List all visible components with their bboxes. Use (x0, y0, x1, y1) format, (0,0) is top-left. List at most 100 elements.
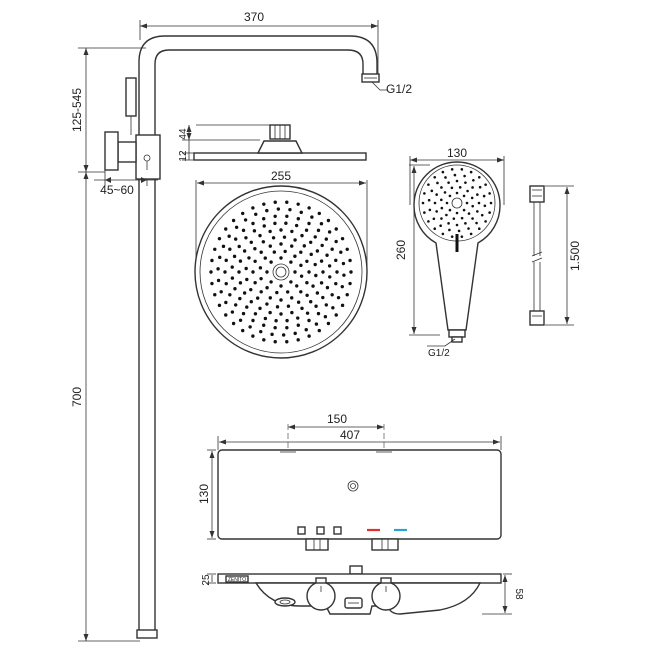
nozzle-dot (284, 221, 288, 225)
nozzle-dot (213, 293, 217, 297)
nozzle-dot (319, 221, 324, 226)
nozzle-dot (324, 237, 328, 241)
nozzle-dot (279, 312, 283, 316)
nozzle-dot (349, 270, 353, 274)
nozzle-dot (465, 201, 469, 205)
panel-height-label: 130 (197, 484, 211, 504)
nozzle-dot (321, 295, 325, 300)
nozzle-dot (273, 214, 277, 219)
nozzle-dot (334, 313, 338, 317)
nozzle-dot (327, 264, 332, 268)
nozzle-dot (427, 183, 430, 186)
nozzle-dot (423, 192, 426, 195)
nozzle-dot (262, 217, 266, 221)
nozzle-dot (242, 249, 247, 253)
nozzle-dot (245, 277, 249, 282)
nozzle-dot (282, 235, 287, 239)
nozzle-dot (440, 186, 443, 189)
nozzle-dot (241, 311, 246, 316)
nozzle-dot (436, 181, 439, 185)
nozzle-dot (285, 340, 289, 344)
head-height-b-label: 44 (178, 128, 189, 140)
nozzle-dot (433, 227, 437, 230)
nozzle-dot (477, 201, 481, 205)
outlet-button-2 (316, 526, 325, 535)
nozzle-dot (304, 228, 309, 232)
nozzle-dot (324, 303, 328, 307)
nozzle-dot (227, 234, 231, 238)
nozzle-dot (270, 332, 274, 337)
nozzle-dot (228, 247, 232, 251)
nozzle-dot (328, 275, 332, 279)
nozzle-dot (238, 318, 243, 323)
nozzle-dot (462, 194, 466, 198)
nozzle-dot (271, 236, 276, 240)
nozzle-dot (259, 276, 263, 281)
nozzle-dot (290, 244, 294, 248)
nozzle-dot (210, 281, 214, 286)
nozzle-dot (288, 207, 292, 212)
nozzle-dot (265, 286, 269, 290)
nozzle-dot (290, 310, 294, 315)
nozzle-dot (313, 262, 317, 267)
nozzle-dot (460, 216, 464, 220)
nozzle-dot (326, 218, 331, 223)
nozzle-dot (275, 290, 279, 295)
nozzle-dot (258, 266, 263, 270)
brand-plate (225, 575, 249, 583)
hose-length-label: 1.500 (568, 241, 582, 271)
nozzle-dot (489, 201, 493, 205)
nozzle-dot (471, 186, 474, 189)
nozzle-dot (334, 281, 338, 286)
nozzle-dot (262, 224, 266, 228)
nozzle-dot (336, 295, 341, 300)
nozzle-dot (484, 220, 487, 223)
nozzle-dot (285, 214, 289, 219)
nozzle-dot (285, 325, 289, 330)
nozzle-dot (217, 236, 222, 241)
nozzle-dot (327, 230, 332, 234)
nozzle-dot (483, 204, 487, 208)
nozzle-dot (251, 221, 255, 226)
nozzle-dot (466, 189, 469, 193)
shower-hose: 1.500 (529, 185, 582, 326)
nozzle-dot (224, 258, 228, 263)
nozzle-dot (265, 302, 269, 306)
nozzle-dot (265, 270, 269, 274)
nozzle-dot (319, 259, 324, 263)
nozzle-dot (209, 270, 213, 274)
nozzle-dot (450, 168, 454, 171)
nozzle-dot (293, 238, 297, 242)
nozzle-dot (432, 217, 436, 221)
nozzle-dot (316, 311, 321, 316)
nozzle-dot (279, 228, 283, 232)
nozzle-dot (272, 250, 277, 254)
nozzle-dot (316, 228, 321, 233)
nozzle-dot (268, 244, 272, 248)
nozzle-dot (335, 270, 339, 274)
pipe-width-dimension: 370 (139, 10, 379, 80)
nozzle-dot (248, 325, 252, 329)
nozzle-dot (300, 233, 304, 238)
nozzle-dot (224, 300, 228, 305)
nozzle-dot (447, 181, 450, 184)
nozzle-dot (309, 252, 313, 257)
nozzle-dot (435, 193, 438, 196)
nozzle-dot (440, 206, 444, 210)
nozzle-dot (237, 244, 241, 249)
nozzle-dot (476, 210, 479, 213)
nozzle-dot (230, 265, 234, 269)
nozzle-dot (304, 328, 308, 332)
nozzle-dot (448, 208, 452, 212)
nozzle-dot (273, 340, 277, 344)
nozzle-dot (218, 255, 222, 260)
nozzle-dot (217, 303, 222, 308)
nozzle-dot (296, 300, 301, 304)
nozzle-dot (249, 240, 253, 244)
nozzle-dot (242, 291, 247, 295)
nozzle-dot (321, 270, 325, 274)
nozzle-dot (285, 290, 290, 294)
handset-length-label: 260 (394, 240, 408, 260)
nozzle-dot (231, 218, 236, 223)
nozzle-dot (296, 323, 300, 327)
